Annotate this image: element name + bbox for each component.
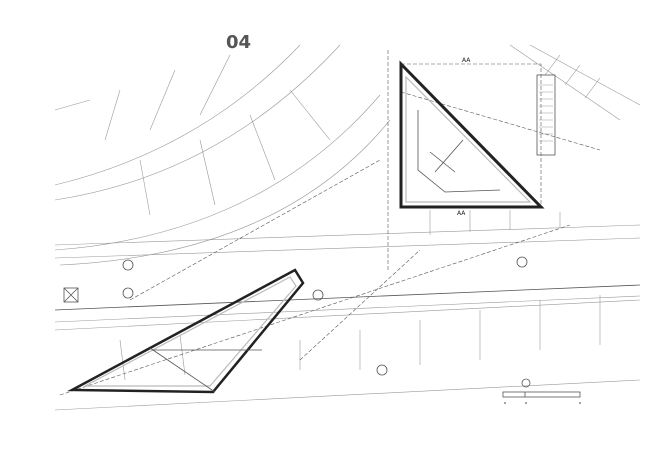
lower-trapezoid-structure <box>67 268 305 394</box>
tree-icon <box>122 287 134 299</box>
dashed-setback-lines <box>59 50 601 396</box>
road-lines <box>54 210 641 411</box>
section-marker-bottom: AA <box>457 210 466 217</box>
scale-bar <box>502 378 581 404</box>
trees-and-symbols <box>63 256 528 376</box>
north-arrow-icon <box>521 378 531 388</box>
plot-number-fragment: 04 <box>226 32 251 53</box>
column-box-icon <box>63 287 79 303</box>
top-right-parking <box>509 44 641 121</box>
tree-icon <box>516 256 528 268</box>
triangular-building-plan: AA AA <box>399 57 556 217</box>
section-marker-top: AA <box>462 57 471 64</box>
tree-icon <box>376 364 388 376</box>
tree-icon <box>312 289 324 301</box>
tree-icon <box>122 259 134 271</box>
curved-road-arcs <box>54 44 391 266</box>
